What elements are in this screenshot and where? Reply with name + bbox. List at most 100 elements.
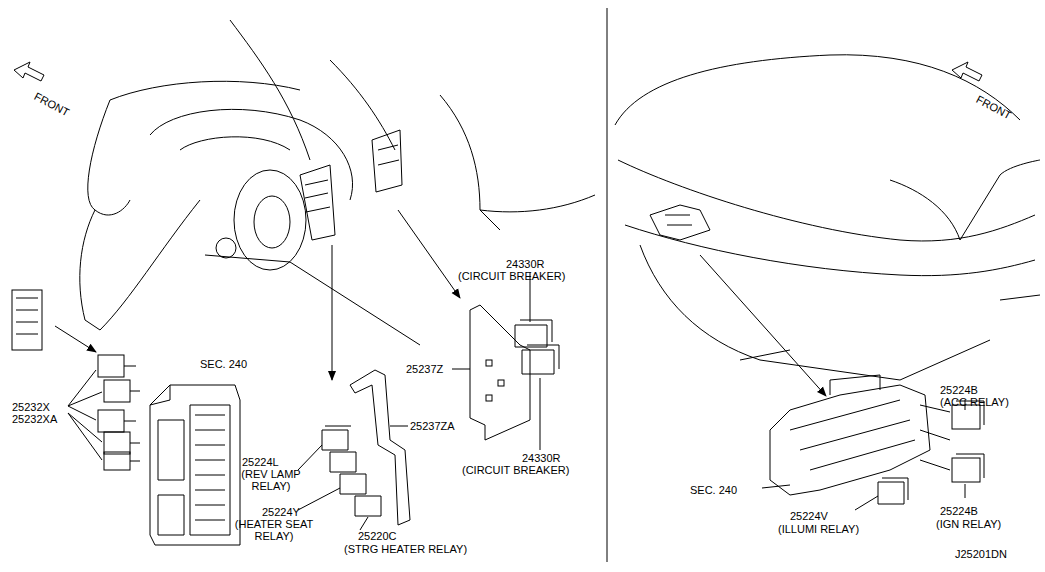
line-art (16, 298, 38, 334)
part-label: 25224Y (262, 506, 300, 518)
line-art (498, 380, 504, 386)
relays-middle (298, 426, 381, 530)
line-art (350, 370, 410, 525)
line-art (607, 8, 608, 562)
line-art (878, 478, 908, 504)
part-label: (IGN RELAY) (936, 518, 1001, 530)
relays-right (855, 400, 984, 510)
line-art (195, 415, 225, 520)
line-art (158, 420, 184, 535)
part-label: J25201DN (955, 548, 1007, 560)
line-art (205, 255, 420, 345)
line-art (952, 405, 980, 429)
line-art (14, 62, 44, 81)
part-label: FRONT (32, 90, 71, 118)
line-art (150, 385, 240, 545)
line-art (150, 109, 353, 200)
part-label: (CIRCUIT BREAKER) (462, 464, 569, 476)
part-label: 25224L (242, 456, 279, 468)
bracket-25237za (350, 370, 410, 525)
part-label: 25237ZA (410, 420, 455, 432)
line-art (340, 474, 366, 494)
front-arrow-right (952, 62, 982, 81)
line-art (920, 405, 950, 470)
line-art (486, 395, 492, 401)
part-label: (HEATER SEAT RELAY) (234, 518, 314, 542)
line-art (98, 410, 124, 432)
line-art (625, 225, 1035, 276)
line-art (98, 355, 124, 377)
line-art (830, 375, 880, 395)
part-label: 25220C (358, 530, 397, 542)
line-art (956, 454, 984, 478)
line-art (88, 100, 130, 215)
line-art (124, 366, 140, 461)
front-arrow-left (14, 62, 44, 81)
line-art (322, 426, 351, 450)
line-art (230, 20, 310, 160)
relays-25232x (68, 355, 140, 470)
part-label: 24330R (522, 452, 561, 464)
part-label: 24330R (506, 258, 545, 270)
line-art (640, 245, 990, 380)
part-label: SEC. 240 (200, 358, 247, 370)
line-art (12, 290, 42, 350)
part-label: 25224V (790, 510, 828, 522)
line-art (300, 165, 335, 240)
line-art (790, 400, 915, 470)
part-label: 25237Z (406, 363, 443, 375)
line-art (330, 452, 356, 472)
line-art (398, 210, 460, 298)
line-art (615, 55, 1020, 125)
line-art (104, 380, 130, 402)
line-art (216, 238, 236, 258)
line-art (952, 458, 980, 482)
junction-block-left (150, 385, 240, 545)
line-art (150, 385, 170, 405)
line-art (190, 405, 230, 535)
line-art (390, 426, 408, 427)
part-label: 25224B (940, 384, 978, 396)
line-art (80, 210, 100, 330)
line-art (68, 370, 102, 460)
line-art (440, 95, 500, 230)
part-label: 25224B (940, 505, 978, 517)
line-art (372, 130, 402, 192)
line-art (378, 145, 399, 165)
part-label: SEC. 240 (690, 484, 737, 496)
line-art (452, 369, 470, 370)
part-label: 25232XA (12, 413, 57, 425)
part-label: (CIRCUIT BREAKER) (458, 270, 565, 282)
line-art (305, 180, 330, 212)
line-art (890, 160, 1040, 240)
line-art (855, 400, 965, 510)
line-art (522, 345, 559, 374)
divider (607, 8, 608, 562)
line-art (540, 378, 541, 450)
part-label: (REV LAMP RELAY) (236, 468, 306, 492)
line-art (486, 360, 492, 366)
line-art (618, 160, 1035, 241)
line-art (762, 485, 790, 488)
line-art (100, 200, 200, 330)
line-art (180, 137, 290, 150)
line-art (234, 170, 306, 270)
arrows (55, 210, 826, 396)
line-art (1000, 295, 1040, 300)
junction-block-right (760, 340, 950, 495)
line-art (952, 62, 982, 81)
line-art (254, 196, 290, 248)
line-art (298, 445, 368, 530)
part-label: 25232X (12, 401, 50, 413)
line-art (104, 452, 130, 470)
part-label: (ILLUMI RELAY) (778, 523, 859, 535)
line-art (104, 432, 130, 454)
line-art (740, 350, 790, 360)
line-art (355, 496, 381, 516)
line-art (700, 255, 826, 396)
line-art (650, 205, 710, 240)
line-art (665, 215, 692, 225)
line-art (480, 195, 595, 212)
